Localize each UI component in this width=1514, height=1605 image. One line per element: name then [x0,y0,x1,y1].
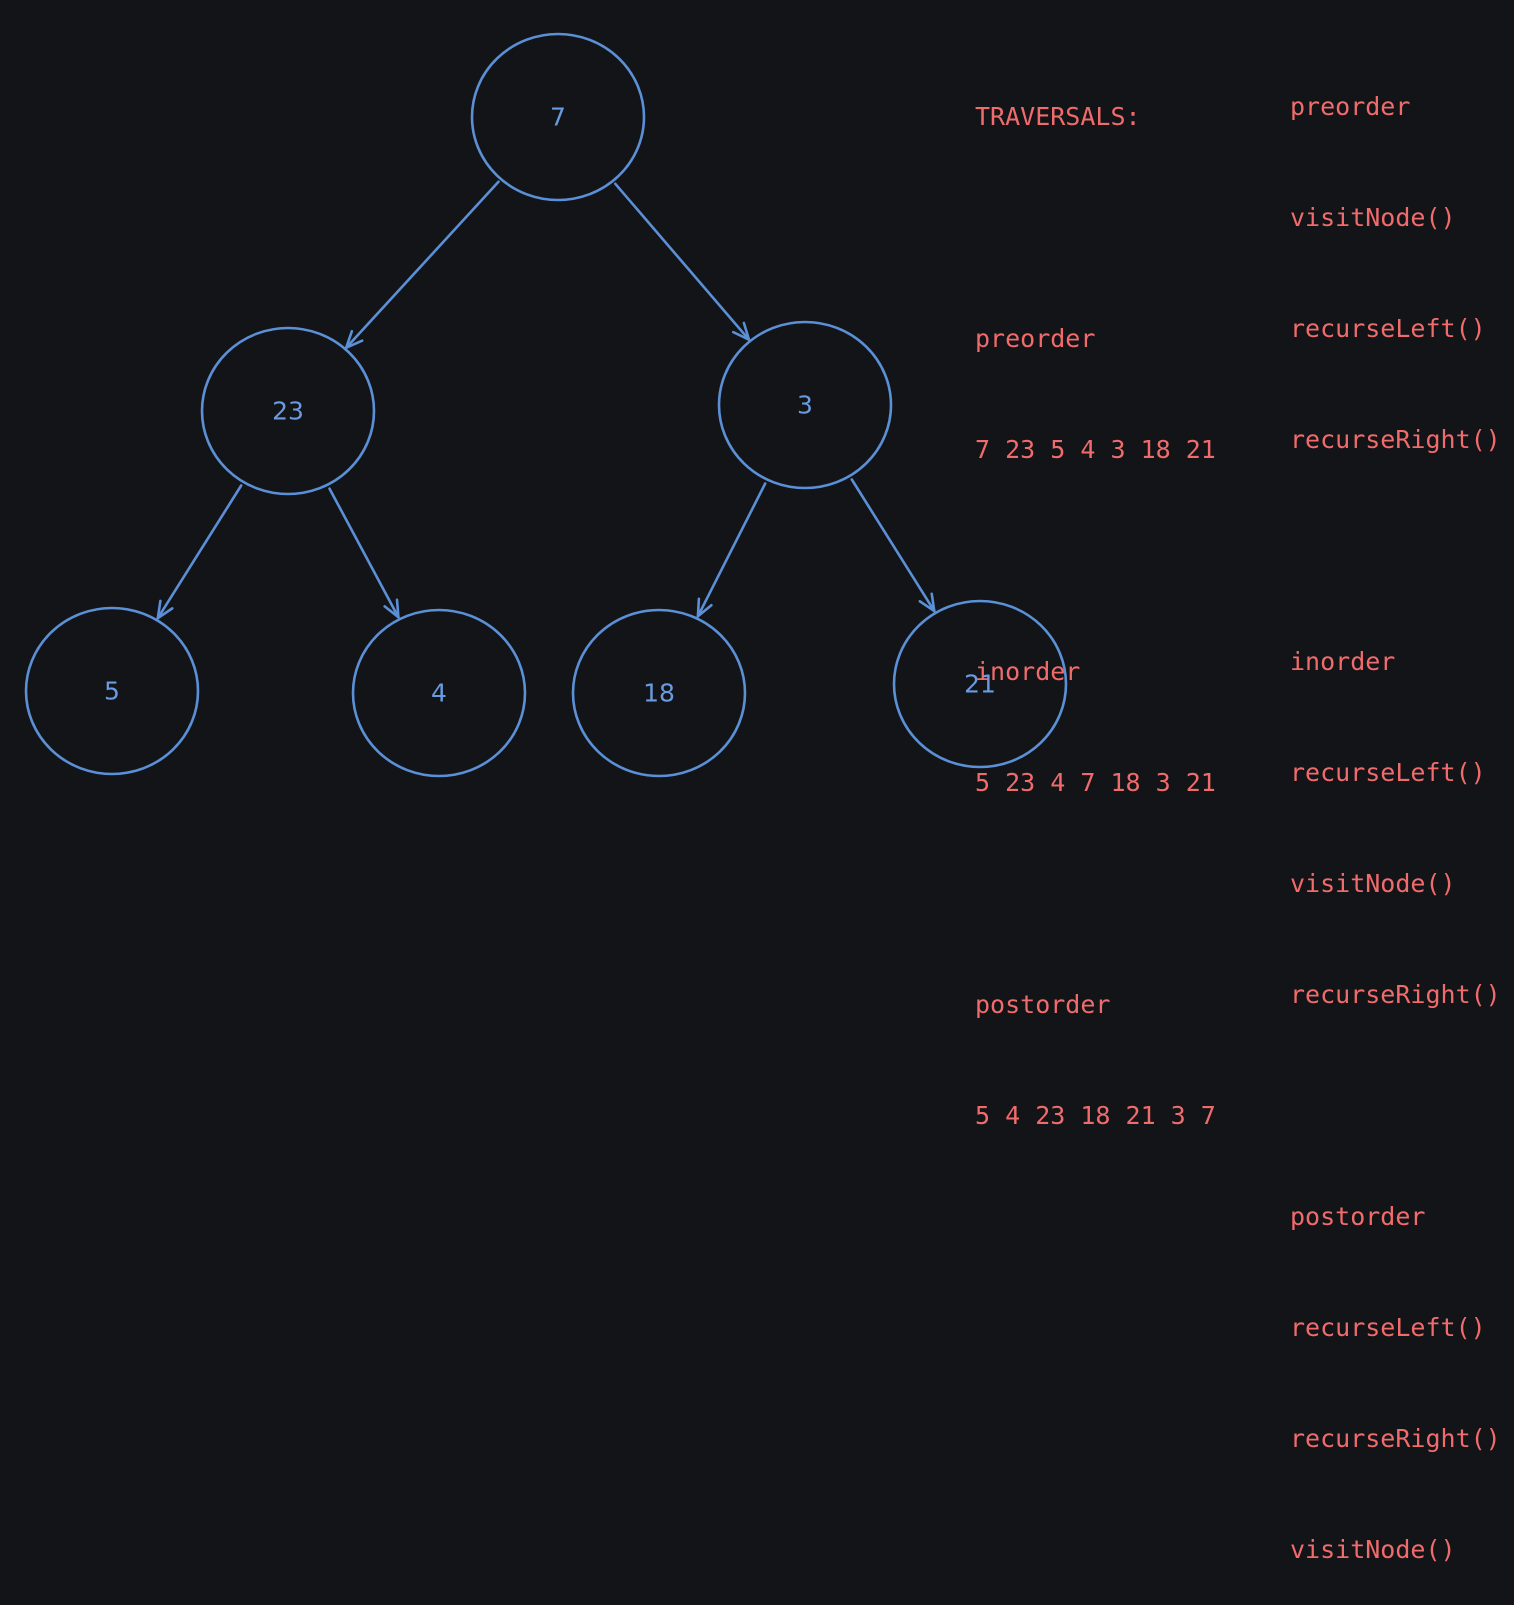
algo-postorder-label: postorder [1290,1202,1426,1231]
postorder-sequence: 5 4 23 18 21 3 7 [975,1101,1216,1130]
node-circle [717,320,893,490]
node-label: 5 [104,677,120,706]
algo-postorder-step: recurseRight() [1290,1424,1501,1453]
algo-postorder-step: visitNode() [1290,1535,1456,1564]
tree-node-3: 3 [717,320,893,490]
algo-inorder-label: inorder [1290,647,1396,676]
node-label: 7 [550,103,566,132]
inorder-sequence: 5 23 4 7 18 3 21 [975,768,1216,797]
preorder-sequence: 7 23 5 4 3 18 21 [975,435,1216,464]
inorder-label: inorder [975,657,1081,686]
tree-diagram: 7 23 3 5 4 18 21 [24,32,1068,778]
edge-n3-n18 [696,482,767,618]
node-circle [24,606,200,776]
postorder-label: postorder [975,990,1111,1019]
edge-n23-n4 [328,487,400,619]
node-label: 23 [272,397,304,426]
tree-node-7: 7 [470,32,646,202]
tree-nodes: 7 23 3 5 4 18 21 [24,32,1068,778]
node-circle [571,608,747,778]
node-circle [470,32,646,202]
algo-inorder-step: recurseRight() [1290,980,1501,1009]
traversal-results: TRAVERSALS: preorder 7 23 5 4 3 18 21 in… [975,24,1216,1171]
algo-preorder-step: visitNode() [1290,203,1456,232]
traversals-title: TRAVERSALS: [975,102,1141,131]
tree-node-23: 23 [200,326,376,496]
algo-postorder-step: recurseLeft() [1290,1313,1486,1342]
node-label: 21 [964,670,996,699]
algo-inorder-step: recurseLeft() [1290,758,1486,787]
tree-node-5: 5 [24,606,200,776]
edge-n3-n21 [850,478,936,613]
tree-node-21: 21 [892,599,1068,769]
node-label: 18 [643,679,675,708]
node-label: 3 [797,391,813,420]
tree-node-4: 4 [351,608,527,778]
node-circle [892,599,1068,769]
preorder-label: preorder [975,324,1096,353]
node-circle [200,326,376,496]
edge-n23-n5 [156,484,243,620]
tree-node-18: 18 [571,608,747,778]
algo-preorder-label: preorder [1290,92,1411,121]
edge-n7-n23 [344,180,500,350]
algo-preorder-step: recurseLeft() [1290,314,1486,343]
node-label: 4 [431,679,447,708]
algo-preorder-step: recurseRight() [1290,425,1501,454]
traversal-algorithms: preorder visitNode() recurseLeft() recur… [1290,14,1501,1605]
edge-n7-n3 [613,182,751,342]
tree-edges [156,180,936,620]
node-circle [351,608,527,778]
algo-inorder-step: visitNode() [1290,869,1456,898]
